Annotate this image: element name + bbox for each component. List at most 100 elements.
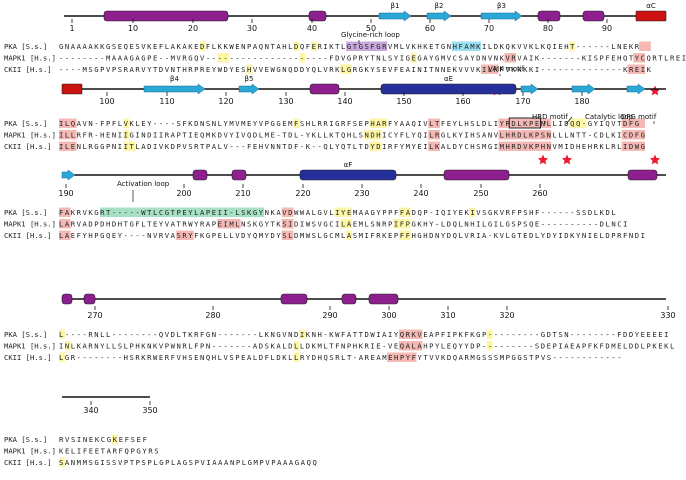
tick-label: 220 xyxy=(295,189,310,198)
beta-strand-arrow xyxy=(378,10,412,22)
ss-label: β4 xyxy=(170,75,179,83)
species-label: MAPK1 [H.s.] xyxy=(4,54,56,63)
helix-cylinder xyxy=(537,10,561,22)
helix-cylinder xyxy=(103,10,229,22)
tick-label: 190 xyxy=(58,189,73,198)
residue-highlight xyxy=(498,141,552,151)
beta-strand-arrow xyxy=(143,83,206,95)
helix-cylinder xyxy=(192,169,208,181)
tick-label: 140 xyxy=(337,97,352,106)
residue-highlight xyxy=(59,457,65,467)
motif-annotation: Catalytic loop xyxy=(585,113,634,121)
tick-label: 150 xyxy=(396,97,411,106)
residue-highlight xyxy=(469,207,476,217)
residue-highlight xyxy=(498,130,552,140)
residue-highlight xyxy=(451,41,481,51)
residue-highlight xyxy=(480,64,499,74)
alpha-helix-blue xyxy=(380,83,517,95)
residue-highlight xyxy=(334,207,352,217)
residue-highlight xyxy=(346,41,388,51)
residue-highlight xyxy=(293,41,300,51)
ss-label: β2 xyxy=(435,2,444,10)
residue-highlight xyxy=(246,64,253,74)
residue-highlight xyxy=(59,329,65,339)
residue-highlight xyxy=(387,352,417,362)
helix-cylinder xyxy=(309,83,340,95)
helix-cylinder xyxy=(627,169,658,181)
residue-highlight xyxy=(627,64,645,74)
residue-highlight xyxy=(217,219,241,229)
sequence-row: GNAAAAKKGSEQESVKEFLAKAKEDFLKKWENPAQNTAHL… xyxy=(59,42,640,51)
residue-highlight xyxy=(486,341,493,351)
residue-highlight xyxy=(281,207,294,217)
tick-label: 300 xyxy=(381,311,396,320)
alpha-helix-blue xyxy=(299,169,397,181)
sequence-row: --------MAAAGAGPE--MVRGQV---------------… xyxy=(59,54,686,63)
residue-highlight xyxy=(568,41,575,51)
residue-highlight xyxy=(59,352,65,362)
residue-highlight xyxy=(428,130,440,140)
residue-highlight xyxy=(59,207,71,217)
residue-highlight xyxy=(123,130,130,140)
tick-label: 320 xyxy=(499,311,514,320)
species-label: CKII [H.s.] xyxy=(4,231,52,240)
residue-highlight xyxy=(369,141,382,151)
residue-highlight xyxy=(398,341,423,351)
residue-highlight xyxy=(123,141,136,151)
tick-label: 350 xyxy=(142,406,157,415)
tick-label: 230 xyxy=(354,189,369,198)
sequence-row: LAEFYHPGQEY----NVRVASRYFKGPELLVDYQMYDYSL… xyxy=(59,231,645,240)
residue-highlight xyxy=(369,118,388,128)
tick-label: 20 xyxy=(188,24,198,33)
tick-label: 340 xyxy=(83,406,98,415)
tick-label: 210 xyxy=(235,189,250,198)
species-label: CKII [H.s.] xyxy=(4,458,52,467)
tick-label: 330 xyxy=(660,311,675,320)
residue-highlight xyxy=(310,41,317,51)
residue-highlight xyxy=(498,118,552,128)
residue-highlight xyxy=(176,230,194,240)
conserved-residue-star xyxy=(561,154,573,165)
sequence-row: LARVADPDHDHTGFLTEYVATRWYRAPEIMLNSKGYTKSI… xyxy=(59,220,627,229)
helix-cylinder xyxy=(308,10,327,22)
beta-strand-arrow xyxy=(480,10,523,22)
residue-highlight xyxy=(293,352,300,362)
residue-highlight xyxy=(428,118,440,128)
residue-highlight xyxy=(398,207,411,217)
species-label: PKA [S.s.] xyxy=(4,208,47,217)
residue-highlight xyxy=(59,219,71,229)
tick-label: 250 xyxy=(473,189,488,198)
residue-highlight xyxy=(199,41,206,51)
tick-label: 120 xyxy=(218,97,233,106)
residue-highlight xyxy=(293,341,300,351)
residue-highlight xyxy=(100,207,265,217)
residue-highlight xyxy=(281,219,294,229)
ss-label: β5 xyxy=(245,75,254,83)
sequence-row: LGR--------HSRKRWERFVHSENQHLVSPEALDFLDKL… xyxy=(59,353,622,362)
residue-highlight xyxy=(281,230,294,240)
tick-label: 170 xyxy=(515,97,530,106)
motif-annotation: Activation loop xyxy=(117,180,170,188)
residue-highlight xyxy=(568,118,587,128)
residue-highlight xyxy=(621,118,645,128)
tick-label: 260 xyxy=(532,189,547,198)
residue-highlight xyxy=(621,141,645,151)
sequence-row: SANMMSGISSVPTPSPLGPLAGSPVIAAANPLGMPVPAAA… xyxy=(59,458,317,467)
tick-label: 110 xyxy=(159,97,174,106)
residue-highlight xyxy=(293,118,300,128)
tick-label: 310 xyxy=(440,311,455,320)
sequence-row: INLKARNYLLSLPHKNKVPWNRLFPN-------ADSKALD… xyxy=(59,342,674,351)
residue-highlight xyxy=(410,53,417,63)
sequence-row: ----MSGPVPSRARVYTDVNTHRPREYWDYESHVVEWGNQ… xyxy=(59,65,652,74)
residue-highlight xyxy=(217,53,229,63)
residue-highlight xyxy=(346,230,352,240)
helix-cylinder xyxy=(443,169,510,181)
tick-label: 160 xyxy=(455,97,470,106)
species-label: PKA [S.s.] xyxy=(4,330,47,339)
residue-highlight xyxy=(621,130,645,140)
residue-highlight xyxy=(398,329,423,339)
